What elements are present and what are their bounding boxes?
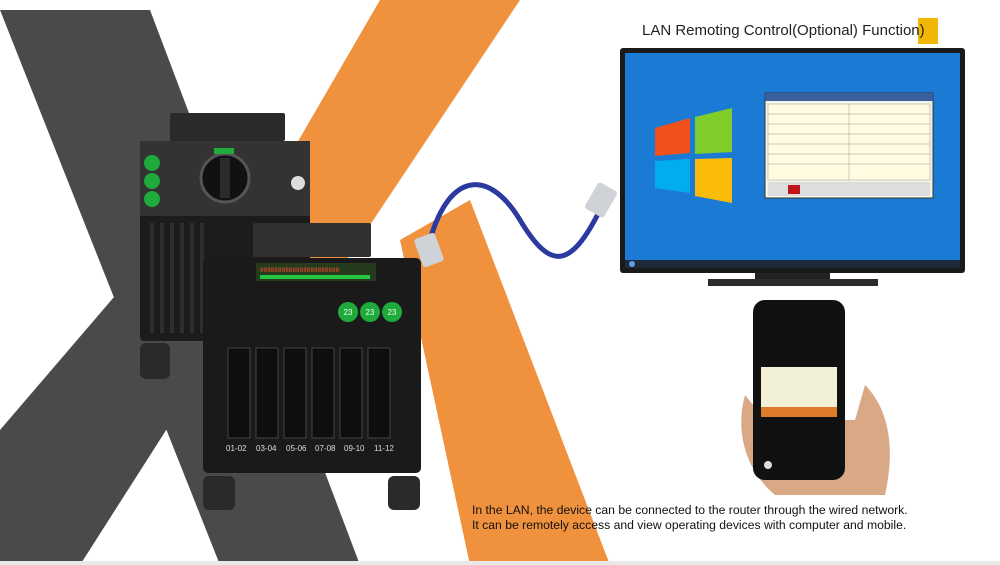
slot-label: 11-12 bbox=[374, 444, 394, 453]
page-title: LAN Remoting Control(Optional) Function) bbox=[642, 22, 925, 39]
green-button-icon bbox=[144, 155, 160, 171]
ethernet-connector-icon bbox=[414, 232, 444, 268]
monitor-base bbox=[708, 279, 878, 286]
monitor-stand bbox=[755, 273, 830, 279]
heatsink-fins bbox=[150, 223, 204, 333]
gauge-value: 23 bbox=[388, 308, 397, 317]
app-table-grid bbox=[767, 103, 931, 181]
green-indicator bbox=[214, 148, 234, 154]
gauge-dial bbox=[360, 302, 380, 322]
bottom-divider bbox=[0, 561, 1000, 565]
display-strip-text: 8888888888888888888888 bbox=[260, 267, 340, 274]
windows-logo-icon bbox=[655, 108, 732, 203]
orange-x-stroke-lower bbox=[400, 200, 610, 565]
slot-label: 07-08 bbox=[315, 444, 336, 453]
slot-label: 05-06 bbox=[286, 444, 307, 453]
slot-label: 01-02 bbox=[226, 444, 247, 453]
green-button-icon bbox=[144, 191, 160, 207]
gauge-dial bbox=[338, 302, 358, 322]
monitor-taskbar bbox=[625, 260, 960, 268]
device-front: 8888888888888888888888 23 23 23 01-02 03… bbox=[203, 223, 421, 510]
phone-in-hand bbox=[741, 300, 890, 495]
gauge-value: 23 bbox=[344, 308, 353, 317]
phone-app-toolbar bbox=[761, 407, 837, 417]
gauge-dial bbox=[382, 302, 402, 322]
caster-wheel bbox=[388, 476, 420, 510]
start-button-icon bbox=[629, 261, 635, 267]
indicator-lamp-icon bbox=[291, 176, 305, 190]
slot-labels: 01-02 03-04 05-06 07-08 09-10 11-12 bbox=[226, 444, 394, 453]
app-toolbar bbox=[768, 182, 930, 196]
ethernet-connector-icon bbox=[585, 182, 617, 218]
caption-line: It can be remotely access and view opera… bbox=[472, 518, 907, 532]
device-back-handle bbox=[170, 113, 285, 141]
caption: In the LAN, the device can be connected … bbox=[472, 503, 992, 533]
cable-line bbox=[427, 182, 603, 259]
ethernet-cable bbox=[414, 182, 617, 268]
slot-label: 03-04 bbox=[256, 444, 277, 453]
gray-x-stroke-lower bbox=[0, 290, 230, 565]
caster-wheel bbox=[203, 476, 235, 510]
slot-label: 09-10 bbox=[344, 444, 365, 453]
device-front-handle bbox=[253, 223, 371, 257]
green-button-icon bbox=[144, 173, 160, 189]
gauge-group: 23 23 23 bbox=[338, 302, 402, 322]
stop-button-icon bbox=[788, 185, 800, 194]
display-strip-green bbox=[260, 275, 370, 279]
app-window-titlebar bbox=[765, 93, 933, 101]
home-button-icon bbox=[764, 461, 772, 469]
title-highlight bbox=[918, 18, 938, 44]
gauge-value: 23 bbox=[366, 308, 375, 317]
caption-line: In the LAN, the device can be connected … bbox=[472, 503, 908, 517]
monitor bbox=[620, 48, 965, 286]
card-slots bbox=[227, 347, 391, 439]
caster-wheel bbox=[140, 343, 170, 379]
rotary-knob-grip bbox=[220, 158, 230, 198]
device-back bbox=[140, 113, 310, 379]
